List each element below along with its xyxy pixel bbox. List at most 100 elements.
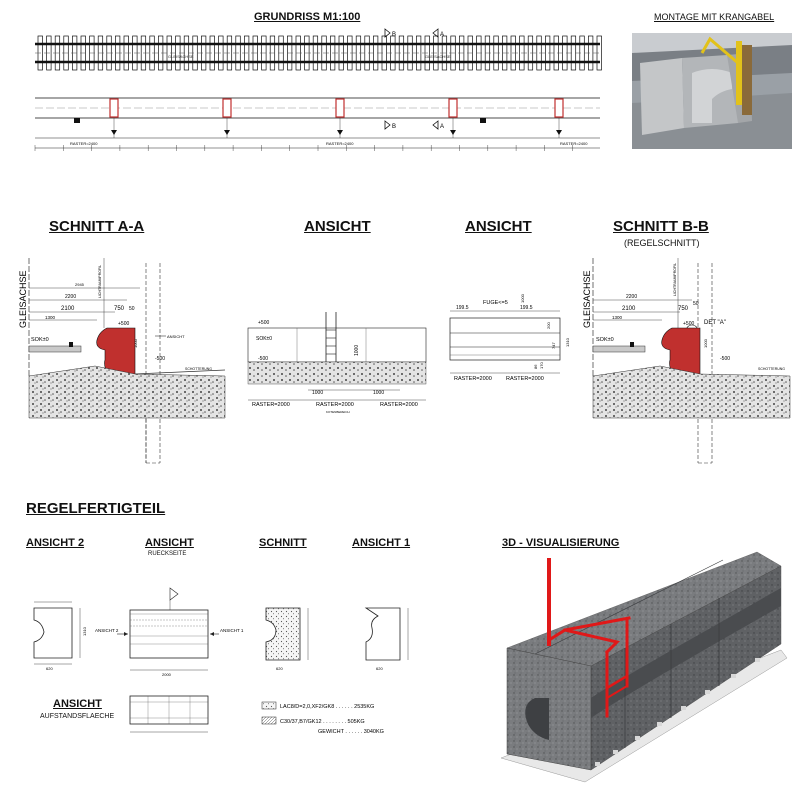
visualisierung-title: 3D - VISUALISIERUNG <box>502 537 620 549</box>
svg-text:2000: 2000 <box>162 672 172 677</box>
profile-rueckseite: 2000 ANSICHT 2 ANSICHT 1 <box>95 587 244 677</box>
dim-1000-b: 1000 <box>373 390 384 396</box>
raster-mid-left: RASTER=2000 <box>252 402 290 408</box>
grundriss-title: GRUNDRISS M1:100 <box>254 11 361 23</box>
svg-text:620: 620 <box>46 666 53 671</box>
sok-aa: SOK±0 <box>31 337 49 343</box>
profile-ansicht1: 620 <box>364 607 409 671</box>
dim-1000-right: 1000 <box>520 293 525 303</box>
svg-text:620: 620 <box>376 666 383 671</box>
section-marker-b-bottom: B <box>384 120 396 130</box>
gleisachse-aa: GLEISACHSE <box>18 270 28 328</box>
dim-1000-aa: 1000 <box>133 338 138 348</box>
schnitt-aa-drawing: GLEISACHSE LICHTRAUMPROFIL 2945 2200 210… <box>18 258 226 464</box>
schotterung-aa: SCHOTTERUNG <box>185 367 212 371</box>
montage-title: MONTAGE MIT KRANGABEL <box>654 12 775 22</box>
profile-ansicht2: 620 1310 <box>33 601 87 671</box>
level-plus500-mid: +500 <box>258 320 269 326</box>
montage-photo <box>632 33 792 149</box>
dim-1300-bb: 1300 <box>612 315 623 320</box>
svg-text:A: A <box>440 32 444 38</box>
ansicht-pointer-aa: ANSICHT <box>167 334 185 339</box>
dim-1000-bb: 1000 <box>703 338 708 348</box>
schnitt-bb-title: SCHNITT B-B <box>613 218 709 235</box>
sok-mid: SOK±0 <box>256 336 272 342</box>
raster-mid-center: RASTER=2000 <box>316 402 354 408</box>
base-notches <box>595 658 760 766</box>
svg-text:B: B <box>392 32 396 38</box>
grundriss-plan: GLEISACHSE GLEISACHSE B A B A RASTER=240… <box>34 28 602 151</box>
dim-199-left: 199.5 <box>456 305 469 311</box>
ladder-icon <box>325 312 337 362</box>
dim-747: 747 <box>551 342 556 349</box>
raster-label-right: RASTER=2400 <box>560 141 588 146</box>
level-minus500-mid: -500 <box>258 356 268 362</box>
column-markers <box>109 98 564 138</box>
gleisachse-label: GLEISACHSE <box>168 54 194 59</box>
ansicht-mid-drawing: +500 SOK±0 -500 1000 1000 1000 RASTER=20… <box>247 312 427 414</box>
dim-750: 750 <box>114 306 125 312</box>
svg-text:A: A <box>440 124 444 130</box>
regelfertigteil-drawings: 620 1310 2000 ANSICHT 2 ANSICHT 1 620 <box>33 587 409 735</box>
schnitt-title: SCHNITT <box>259 537 307 549</box>
dim-200: 200 <box>546 322 551 329</box>
schnitt-bb-drawing: GLEISACHSE LICHTRAUMPROFIL 2200 2100 750… <box>582 258 791 464</box>
lichtraum-bb: LICHTRAUMPROFIL <box>673 263 677 296</box>
gleisachse-label-2: GLEISACHSE <box>425 54 451 59</box>
dim-2100-bb: 2100 <box>622 306 636 312</box>
dim-199-right: 199.5 <box>520 305 533 311</box>
ansicht2-title: ANSICHT 2 <box>26 537 85 549</box>
gleisachse-bb: GLEISACHSE <box>582 270 592 328</box>
fuge-label: FUGE<=5 <box>483 300 508 306</box>
svg-text:B: B <box>392 124 396 130</box>
aufstand-subtitle: AUFSTANDSFLAECHE <box>40 713 115 720</box>
ansicht-mid-title: ANSICHT <box>304 218 371 235</box>
ansicht-auf-title: ANSICHT <box>53 698 102 710</box>
dim-1000-vert: 1000 <box>354 345 360 356</box>
ansicht-right-title: ANSICHT <box>465 218 532 235</box>
dim-50: 50 <box>129 306 135 312</box>
det-a-label: DET "A" <box>704 320 726 326</box>
dim-2100: 2100 <box>61 306 75 312</box>
dim-1300: 1300 <box>45 315 56 320</box>
schnitt-aa-title: SCHNITT A-A <box>49 218 145 235</box>
schotterung-bb: SCHOTTERUNG <box>758 367 785 371</box>
legend-gewicht: GEWICHT . . . . . . 3040KG <box>318 729 384 735</box>
raster-label-left: RASTER=2400 <box>70 141 98 146</box>
lichtraum-aa: LICHTRAUMPROFIL <box>98 265 102 298</box>
dim-1310: 1310 <box>565 337 570 347</box>
profile-aufstand <box>129 695 209 733</box>
ansicht1-title: ANSICHT 1 <box>352 537 411 549</box>
lifting-fork-icon <box>546 558 631 718</box>
level-minus500-aa: -500 <box>155 356 165 362</box>
dim-170: 170 <box>539 362 544 369</box>
ansicht2-arrow-label: ANSICHT 2 <box>95 628 119 633</box>
rueckseite-subtitle: RUECKSEITE <box>148 551 187 557</box>
legend-line-1: LAC8/D=2,0,XF2/GK8 . . . . . . 2535KG <box>280 704 374 710</box>
visualisierung-render <box>500 551 788 783</box>
schnitt-bb-subtitle: (REGELSCHNITT) <box>624 238 700 248</box>
section-marker-b-top: B <box>384 28 396 38</box>
dim-86: 86 <box>533 364 538 369</box>
material-legend: LAC8/D=2,0,XF2/GK8 . . . . . . 2535KG C3… <box>261 701 384 735</box>
raster-label-mid: RASTER=2400 <box>326 141 354 146</box>
dim-2200-bb: 2200 <box>626 294 637 300</box>
raster-right-right: RASTER=2000 <box>506 376 544 382</box>
dim-1000-a: 1000 <box>312 390 323 396</box>
dim-750-bb: 750 <box>678 306 689 312</box>
svg-text:620: 620 <box>276 666 283 671</box>
legend-line-2: C30/37,B7/GK12 . . . . . . . . 505KG <box>280 719 365 725</box>
section-marker-a-bottom: A <box>432 120 444 130</box>
kote-label: KOTENBEREICH <box>326 410 350 414</box>
ansicht-rueck-title: ANSICHT <box>145 537 194 549</box>
raster-mid-right: RASTER=2000 <box>380 402 418 408</box>
level-plus500-aa: +500 <box>118 321 129 327</box>
raster-right-left: RASTER=2000 <box>454 376 492 382</box>
section-marker-a-top: A <box>432 28 444 38</box>
ansicht1-arrow-label: ANSICHT 1 <box>220 628 244 633</box>
svg-text:1310: 1310 <box>82 626 87 636</box>
dim-2200: 2200 <box>65 294 76 300</box>
level-plus500-bb: +500 <box>683 321 694 327</box>
dim-2945: 2945 <box>75 282 85 287</box>
level-minus500-bb: -500 <box>720 356 730 362</box>
